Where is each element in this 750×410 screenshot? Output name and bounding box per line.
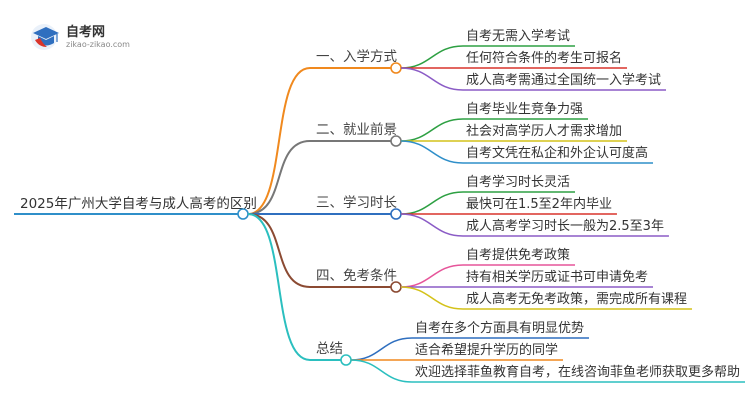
root-topic: 2025年广州大学自考与成人高考的区别 (14, 195, 257, 220)
branch-label[interactable]: 二、就业前景 (316, 121, 397, 138)
site-logo[interactable]: 自考网 zikao-zikao.com (31, 24, 130, 50)
logo-title: 自考网 (66, 24, 105, 40)
root-label: 2025年广州大学自考与成人高考的区别 (20, 195, 257, 212)
leaf-connector (400, 286, 464, 310)
logo-subtitle: zikao-zikao.com (66, 40, 130, 49)
leaf-connector (400, 45, 464, 69)
branch-connector (247, 67, 311, 215)
leaf-label[interactable]: 自考在多个方面具有明显优势 (415, 320, 584, 336)
branch-node[interactable] (390, 208, 402, 220)
branch-node[interactable] (390, 62, 402, 74)
branch-2: 二、就业前景 自考毕业生竞争力强社会对高学历人才需求增加自考文凭在私企和外企认可度… (247, 101, 654, 215)
leaf-connector (400, 67, 464, 91)
leaf-connector (400, 140, 464, 164)
leaf-label[interactable]: 任何符合条件的考生可报名 (466, 50, 622, 66)
leaf-label[interactable]: 持有相关学历或证书可申请免考 (466, 269, 648, 285)
branches: 一、入学方式 自考无需入学考试任何符合条件的考生可报名成人高考需通过全国统一入学考… (247, 28, 745, 383)
leaf-connector (350, 337, 413, 361)
branch-1: 一、入学方式 自考无需入学考试任何符合条件的考生可报名成人高考需通过全国统一入学考… (247, 28, 667, 215)
leaf-label[interactable]: 适合希望提升学历的同学 (415, 342, 558, 358)
leaf-label[interactable]: 自考毕业生竞争力强 (466, 101, 583, 117)
graduation-cap-icon (31, 24, 59, 50)
leaf-label[interactable]: 自考无需入学考试 (466, 28, 570, 44)
leaf-label[interactable]: 成人高考无免考政策，需完成所有课程 (466, 291, 687, 307)
leaf-label[interactable]: 最快可在1.5至2年内毕业 (466, 196, 612, 212)
branch-label[interactable]: 三、学习时长 (316, 195, 397, 211)
leaf-label[interactable]: 欢迎选择菲鱼教育自考，在线咨询菲鱼老师获取更多帮助 (415, 364, 740, 380)
leaf-label[interactable]: 成人高考学习时长一般为2.5至3年 (466, 218, 664, 234)
leaf-connector (400, 213, 464, 237)
branch-5: 总结 自考在多个方面具有明显优势适合希望提升学历的同学欢迎选择菲鱼教育自考，在线咨… (247, 213, 745, 383)
leaf-label[interactable]: 社会对高学历人才需求增加 (466, 123, 622, 139)
branch-node[interactable] (390, 281, 402, 293)
branch-label[interactable]: 总结 (316, 341, 343, 357)
branch-label[interactable]: 四、免考条件 (316, 267, 397, 284)
branch-connector (247, 213, 311, 288)
leaf-connector (400, 191, 464, 215)
leaf-label[interactable]: 自考学习时长灵活 (466, 174, 570, 190)
branch-label[interactable]: 一、入学方式 (316, 49, 397, 65)
branch-node[interactable] (340, 354, 352, 366)
leaf-connector (400, 118, 464, 142)
leaf-label[interactable]: 成人高考需通过全国统一入学考试 (466, 72, 661, 88)
leaf-label[interactable]: 自考文凭在私企和外企认可度高 (466, 145, 648, 161)
branch-connector (247, 140, 311, 215)
leaf-connector (350, 359, 413, 383)
leaf-label[interactable]: 自考提供免考政策 (466, 247, 570, 263)
branch-3: 三、学习时长 自考学习时长灵活最快可在1.5至2年内毕业成人高考学习时长一般为2.… (248, 174, 669, 237)
branch-connector (247, 213, 311, 361)
branch-node[interactable] (390, 135, 402, 147)
branch-4: 四、免考条件 自考提供免考政策持有相关学历或证书可申请免考成人高考无免考政策，需完… (247, 213, 693, 310)
leaf-connector (400, 264, 464, 288)
